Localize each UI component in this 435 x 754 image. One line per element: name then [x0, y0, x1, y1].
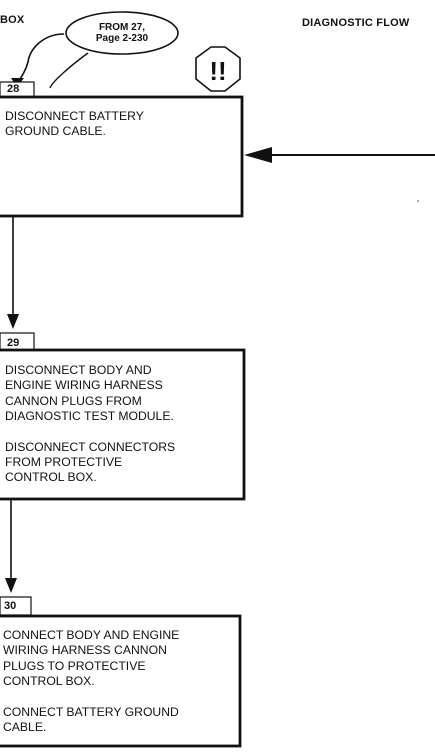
step-30-number: 30 [4, 600, 17, 612]
step-29-line: DISCONNECT BODY AND [5, 363, 152, 377]
bubble-line-2: Page 2-230 [95, 33, 149, 44]
step-30-para-1: CONNECT BODY AND ENGINE WIRING HARNESS C… [3, 628, 179, 690]
warning-octagon-icon [195, 46, 241, 92]
incoming-arrowhead [244, 147, 272, 163]
step-29-line: DIAGNOSTIC TEST MODULE. [5, 409, 174, 424]
stray-mark [417, 200, 419, 202]
bubble-tail-curve [49, 52, 89, 89]
step-30-text: CONNECT BODY AND ENGINE WIRING HARNESS C… [3, 628, 179, 735]
step-29-box [0, 348, 246, 501]
step-29-para-1: DISCONNECT BODY AND ENGINE WIRING HARNES… [5, 363, 175, 425]
header-right-title: DIAGNOSTIC FLOW [302, 17, 410, 29]
step-28-para-1: DISCONNECT BATTERY GROUND CABLE. [5, 109, 144, 140]
step-29-text: DISCONNECT BODY AND ENGINE WIRING HARNES… [5, 363, 175, 486]
bubble-line-1: FROM 27, [98, 22, 146, 33]
from-27-bubble [65, 11, 179, 55]
step-29-line: CANNON PLUGS FROM [5, 393, 142, 408]
step-30-para-2: CONNECT BATTERY GROUND CABLE. [3, 705, 179, 736]
connector-28-29-arrowhead [7, 314, 19, 329]
step-28-line: GROUND CABLE. [5, 124, 106, 139]
step-30-line: WIRING HARNESS CANNON [3, 643, 167, 658]
step-28-number: 28 [7, 83, 20, 95]
step-30-line: CONTROL BOX. [3, 674, 95, 689]
step-29-line: ENGINE WIRING HARNESS [5, 378, 163, 393]
step-29-line: FROM PROTECTIVE [5, 455, 123, 470]
step-28-box [0, 95, 244, 218]
step-30-line: CABLE. [3, 720, 47, 735]
step-30-box [0, 614, 242, 748]
step-30-line: CONNECT BODY AND ENGINE [3, 628, 180, 642]
step-29-line: DISCONNECT CONNECTORS [5, 439, 176, 454]
step-30-line: PLUGS TO PROTECTIVE [3, 658, 146, 673]
warning-symbol: !! [209, 56, 226, 86]
step-30-line: CONNECT BATTERY GROUND [3, 704, 179, 719]
step-28-line: DISCONNECT BATTERY [5, 109, 144, 123]
header-left-label: BOX [0, 14, 25, 26]
step-29-line: CONTROL BOX. [5, 470, 97, 485]
bubble-connector-line [17, 33, 65, 83]
step-29-para-2: DISCONNECT CONNECTORS FROM PROTECTIVE CO… [5, 440, 175, 486]
connector-29-30-arrowhead [5, 578, 17, 593]
step-28-text: DISCONNECT BATTERY GROUND CABLE. [5, 109, 144, 140]
step-29-number: 29 [7, 337, 20, 349]
